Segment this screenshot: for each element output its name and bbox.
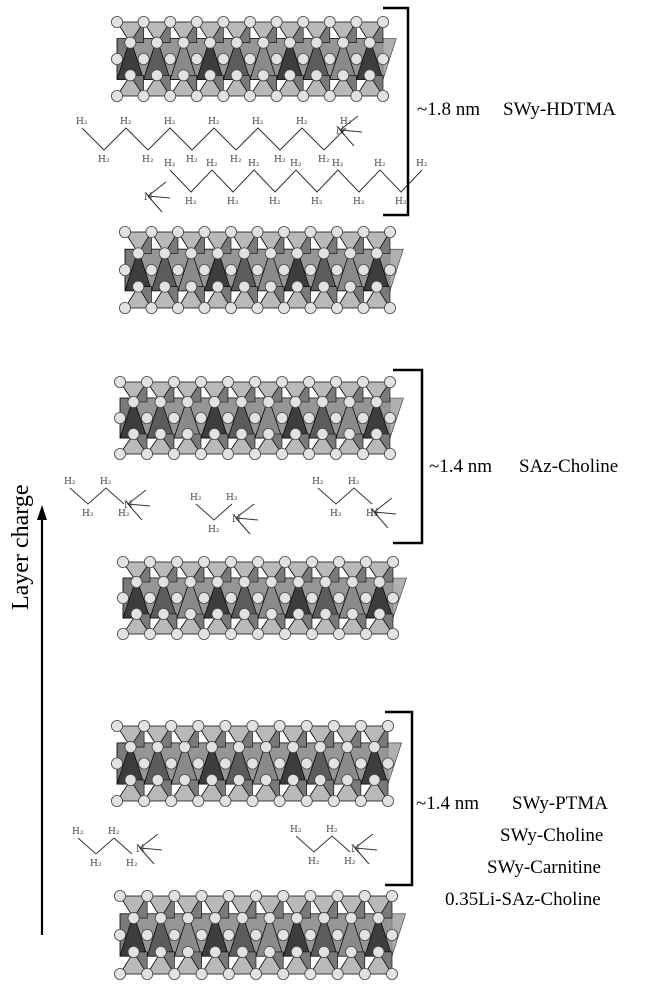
svg-text:H₂: H₂ [82,509,94,519]
svg-text:N: N [136,844,145,855]
clay-layer-5 [111,720,402,808]
svg-text:H₂: H₂ [395,197,407,207]
svg-text:H₂: H₂ [126,859,138,869]
sample-label-3a: SWy-PTMA [512,793,608,814]
svg-text:H₂: H₂ [108,827,120,837]
svg-text:H₂: H₂ [311,197,323,207]
choline-molecule-2: H₂ H₂ H₂ [190,493,238,535]
svg-text:H₂: H₂ [186,155,198,165]
hdtma-chain-upper: H₂ H₂ H₂ H₂ H₂ H₂ H₂ H₂ H₂ H₂ H₂ H₂ H₂ [76,117,352,165]
svg-text:H₂: H₂ [90,859,102,869]
d-spacing-bracket-2 [393,368,424,545]
svg-text:H₂: H₂ [226,493,238,503]
sample-label-2: SAz-Choline [519,456,619,477]
svg-text:N: N [351,844,360,855]
svg-text:H₂: H₂ [308,857,320,867]
svg-text:N: N [232,514,241,525]
svg-text:H₂: H₂ [118,509,130,519]
svg-text:H₂: H₂ [318,155,330,165]
svg-text:H₂: H₂ [164,117,176,127]
svg-text:H₂: H₂ [98,155,110,165]
hdtma-chain-lower: H₂ H₂ H₂ H₂ H₂ H₂ H₂ H₂ H₂ H₂ H₂ H₂ H₂ [164,159,428,207]
svg-text:N: N [124,500,133,511]
svg-text:H₂: H₂ [164,159,176,169]
svg-text:H₂: H₂ [190,493,202,503]
clay-layer-6 [114,890,407,981]
choline-molecule-5: H₂ H₂ H₂ H₂ [290,825,356,867]
choline-head-4: N [136,833,163,865]
clay-layer-3 [114,375,404,460]
svg-text:H₂: H₂ [353,197,365,207]
svg-text:H₂: H₂ [248,159,260,169]
svg-text:H₂: H₂ [416,159,428,169]
svg-text:N: N [144,192,153,203]
clay-layer-4 [117,556,407,641]
choline-molecule-3: H₂ H₂ H₂ H₂ [312,477,378,519]
layer-charge-axis-label: Layer charge [8,484,34,610]
clay-layer-1 [111,15,397,103]
svg-text:H₂: H₂ [227,197,239,207]
hdtma-head-upper: N [336,115,363,147]
svg-text:H₂: H₂ [64,477,76,487]
svg-text:H₂: H₂ [252,117,264,127]
choline-molecule-1: H₂ H₂ H₂ H₂ [64,477,130,519]
svg-text:H₂: H₂ [120,117,132,127]
sample-label-3d: 0.35Li-SAz-Choline [445,889,601,910]
svg-text:H₂: H₂ [100,477,112,487]
sample-label-1: SWy-HDTMA [503,99,616,120]
svg-text:H₂: H₂ [290,159,302,169]
svg-text:H₂: H₂ [72,827,84,837]
svg-text:H₂: H₂ [366,509,378,519]
svg-text:H₂: H₂ [348,477,360,487]
spacing-label-1: ~1.8 nm [417,99,481,120]
svg-text:H₂: H₂ [374,159,386,169]
choline-head-2: N [232,503,259,535]
svg-text:H₂: H₂ [332,159,344,169]
svg-text:H₂: H₂ [330,509,342,519]
svg-text:H₂: H₂ [76,117,88,127]
spacing-label-2: ~1.4 nm [429,456,493,477]
choline-molecule-4: H₂ H₂ H₂ H₂ [72,827,138,869]
layer-charge-arrow-head [37,505,47,520]
svg-text:N: N [336,126,345,137]
choline-head-5: N [351,833,378,865]
svg-text:H₂: H₂ [340,117,352,127]
svg-text:H₂: H₂ [208,525,220,535]
sample-label-3b: SWy-Choline [500,825,604,846]
svg-text:H₂: H₂ [230,155,242,165]
clay-layer-2 [119,225,404,314]
svg-text:H₂: H₂ [312,477,324,487]
svg-text:H₂: H₂ [208,117,220,127]
d-spacing-bracket-1 [383,6,410,217]
choline-head-1: N [124,489,151,521]
spacing-label-3: ~1.4 nm [416,793,480,814]
hdtma-head-lower: N [144,181,171,213]
choline-head-3: N [370,497,397,529]
svg-text:H₂: H₂ [290,825,302,835]
svg-text:H₂: H₂ [326,825,338,835]
svg-text:H₂: H₂ [269,197,281,207]
svg-text:H₂: H₂ [142,155,154,165]
d-spacing-bracket-3 [385,710,414,887]
svg-text:H₂: H₂ [185,197,197,207]
svg-text:H₂: H₂ [206,159,218,169]
svg-text:H₂: H₂ [296,117,308,127]
svg-text:H₂: H₂ [274,155,286,165]
svg-text:H₂: H₂ [344,857,356,867]
sample-label-3c: SWy-Carnitine [487,857,601,878]
svg-text:N: N [370,508,379,519]
